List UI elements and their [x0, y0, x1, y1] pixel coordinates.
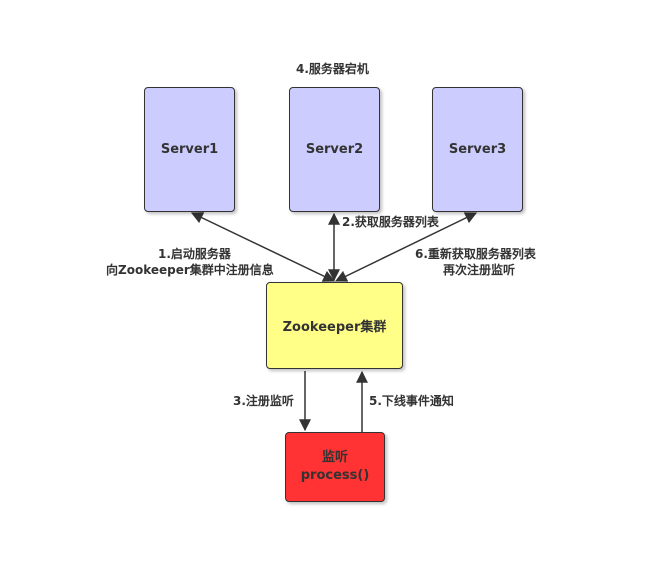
arrow-server3-zookeeper — [334, 212, 478, 282]
step5-label: 5.下线事件通知 — [369, 394, 454, 408]
zookeeper-label: Zookeeper集群 — [282, 320, 387, 335]
server2-node: Server2 — [289, 87, 380, 212]
step3-label: 3.注册监听 — [233, 394, 294, 408]
arrow-server1-zookeeper — [190, 212, 336, 282]
listener-label-line1: 监听 — [321, 450, 348, 465]
crash-label: 4.服务器宕机 — [296, 62, 369, 76]
zookeeper-node: Zookeeper集群 — [266, 282, 403, 369]
server3-node: Server3 — [432, 87, 523, 212]
step1-label-line1: 1.启动服务器 — [158, 247, 231, 261]
server1-label: Server1 — [160, 142, 219, 157]
listener-label-line2: process() — [300, 468, 370, 483]
server3-label: Server3 — [448, 142, 507, 157]
server2-label: Server2 — [305, 142, 364, 157]
step1-label-line2: 向Zookeeper集群中注册信息 — [106, 263, 274, 277]
step6-label-line2: 再次注册监听 — [443, 263, 516, 277]
step6-label-line1: 6.重新获取服务器列表 — [415, 247, 536, 261]
step2-label: 2.获取服务器列表 — [342, 215, 439, 229]
server1-node: Server1 — [144, 87, 235, 212]
listener-node: 监听 process() — [285, 432, 385, 502]
